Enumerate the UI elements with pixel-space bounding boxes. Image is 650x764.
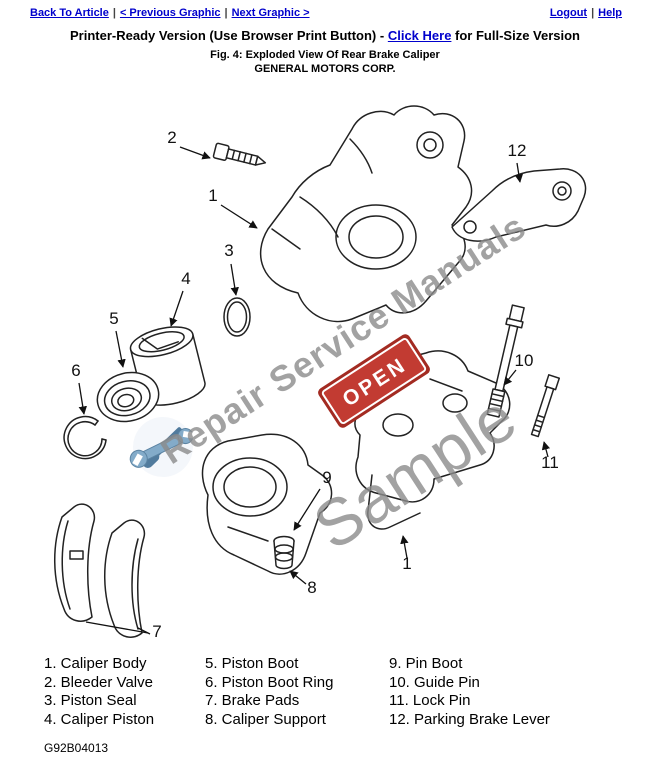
callout-3: 3 — [224, 241, 233, 260]
legend-item: 5. Piston Boot — [205, 655, 299, 672]
legend-item: 1. Caliper Body — [44, 655, 147, 672]
manufacturer-name: GENERAL MOTORS CORP. — [254, 63, 396, 75]
legend-item: 11. Lock Pin — [389, 692, 471, 709]
legend-item: 7. Brake Pads — [205, 692, 300, 709]
logout-link[interactable]: Logout — [549, 7, 588, 19]
callout-11: 11 — [541, 453, 559, 472]
callout-numbers: 2 1 12 3 4 5 6 10 11 9 8 7 1 — [71, 128, 559, 641]
legend-column-3: 9. Pin Boot 10. Guide Pin 11. Lock Pin 1… — [389, 655, 550, 729]
figure-caption: Fig. 4: Exploded View Of Rear Brake Cali… — [210, 49, 440, 61]
piston-boot-ring-part — [63, 415, 107, 460]
caliper-support-part — [201, 433, 333, 575]
full-size-version-link[interactable]: Click Here — [387, 28, 452, 43]
callout-4: 4 — [181, 269, 190, 288]
brake-pads-part — [54, 503, 146, 638]
legend-item: 2. Bleeder Valve — [44, 673, 153, 691]
nav-right: Logout|Help — [550, 7, 622, 19]
nav-left: Back To Article|< Previous Graphic|Next … — [30, 7, 310, 19]
piston-seal-part — [223, 297, 251, 337]
legend-item: 12. Parking Brake Lever — [389, 710, 550, 728]
figure-id: G92B04013 — [44, 741, 109, 755]
piston-boot-part — [96, 371, 160, 423]
caliper-body-part — [259, 105, 473, 323]
legend-item: 10. Guide Pin — [389, 673, 480, 691]
separator: | — [591, 7, 595, 19]
callout-1-bottom: 1 — [402, 554, 411, 573]
callout-1: 1 — [208, 186, 217, 205]
leader-lines — [78, 146, 551, 635]
previous-graphic-link[interactable]: < Previous Graphic — [119, 7, 221, 19]
separator: | — [224, 7, 228, 19]
callout-5: 5 — [109, 309, 118, 328]
top-navigation: Back To Article|< Previous Graphic|Next … — [0, 0, 650, 19]
guide-pin-part — [486, 304, 525, 418]
callout-8: 8 — [307, 578, 316, 597]
printer-line-prefix: Printer-Ready Version (Use Browser Print… — [69, 28, 388, 43]
back-to-article-link[interactable]: Back To Article — [30, 7, 109, 19]
next-graphic-link[interactable]: Next Graphic > — [231, 7, 310, 19]
separator: | — [112, 7, 116, 19]
legend-item: 3. Piston Seal — [44, 692, 137, 709]
legend-item: 9. Pin Boot — [389, 655, 463, 672]
callout-9: 9 — [322, 468, 331, 487]
brake-caliper-exploded-diagram: 2 1 12 3 4 5 6 10 11 9 8 7 1 — [0, 79, 650, 649]
legend-column-1: 1. Caliper Body 2. Bleeder Valve 3. Pist… — [44, 655, 205, 729]
wrench-icon — [129, 417, 195, 477]
parts-legend: 1. Caliper Body 2. Bleeder Valve 3. Pist… — [0, 655, 650, 729]
callout-6: 6 — [71, 361, 80, 380]
printer-line-suffix: for Full-Size Version — [451, 28, 580, 43]
legend-item: 8. Caliper Support — [205, 710, 326, 728]
legend-item: 6. Piston Boot Ring — [205, 673, 334, 691]
help-link[interactable]: Help — [598, 7, 622, 19]
callout-12: 12 — [508, 141, 527, 160]
line-art — [54, 105, 587, 638]
callout-7: 7 — [152, 622, 161, 641]
legend-column-2: 5. Piston Boot 6. Piston Boot Ring 7. Br… — [205, 655, 389, 729]
printer-version-line: Printer-Ready Version (Use Browser Print… — [0, 28, 650, 43]
lock-pin-part — [530, 374, 561, 438]
callout-10: 10 — [515, 351, 534, 370]
pin-boot-part — [273, 535, 295, 570]
diagram-canvas: 2 1 12 3 4 5 6 10 11 9 8 7 1 — [54, 105, 587, 641]
bleeder-valve-part — [212, 142, 267, 166]
legend-item: 4. Caliper Piston — [44, 710, 155, 728]
callout-2: 2 — [167, 128, 176, 147]
